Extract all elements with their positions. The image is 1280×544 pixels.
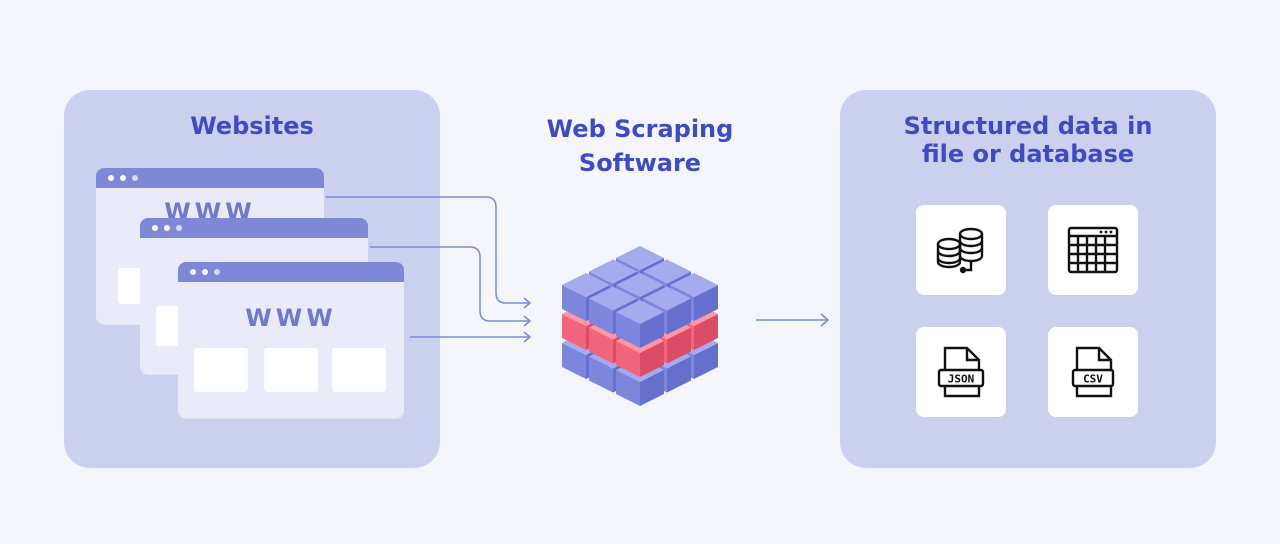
window-dot-icon (164, 225, 170, 231)
websites-title: Websites (190, 112, 314, 140)
browser-title-bar (178, 262, 404, 282)
mini-cube-top-face (643, 259, 691, 284)
mini-cube-top-face (643, 286, 691, 311)
scraping-software-title: Web Scraping Software (500, 112, 780, 180)
structured-data-panel (840, 90, 1216, 468)
content-block (264, 348, 318, 392)
csv-file-icon: CSV (1071, 346, 1115, 398)
browser-title-bar (140, 218, 368, 238)
structured-data-title: Structured data in file or database (840, 112, 1216, 168)
content-block (194, 348, 248, 392)
title-line: Web Scraping (546, 115, 734, 143)
window-dot-icon (202, 269, 208, 275)
spreadsheet-icon (1067, 226, 1119, 274)
window-dot-icon (132, 175, 138, 181)
browser-window-front: WWW (178, 262, 404, 418)
title-line: Structured data in (903, 112, 1153, 140)
arrow-head-icon (820, 313, 830, 327)
spreadsheet-tile (1048, 205, 1138, 295)
mini-cube-top-face (616, 246, 664, 270)
database-icon (936, 227, 984, 274)
mini-cube-top-face (670, 273, 718, 297)
www-label: WWW (245, 304, 337, 332)
csv-label: CSV (1083, 373, 1103, 386)
connector-arrow (326, 196, 530, 304)
mini-cube-top-face (616, 273, 664, 297)
browser-title-bar (96, 168, 324, 188)
window-dot-icon (214, 269, 220, 275)
window-dot-icon (120, 175, 126, 181)
window-dot-icon (108, 175, 114, 181)
arrow-head-icon (523, 331, 532, 343)
arrow-head-icon (523, 297, 532, 309)
json-label: JSON (948, 373, 975, 386)
title-line: file or database (921, 140, 1135, 168)
connector-arrow (370, 246, 530, 322)
mini-cube-top-face (589, 286, 637, 311)
arrow-head-icon (523, 315, 532, 327)
content-block (332, 348, 386, 392)
window-dot-icon (152, 225, 158, 231)
json-file-tile: JSON (916, 327, 1006, 417)
json-file-icon: JSON (937, 346, 985, 398)
mini-cube-top-face (616, 300, 664, 324)
database-tile (916, 205, 1006, 295)
window-dot-icon (176, 225, 182, 231)
csv-file-tile: CSV (1048, 327, 1138, 417)
mini-cube-top-face (562, 273, 610, 297)
title-line: Software (578, 149, 702, 177)
mini-cube-top-face (589, 259, 637, 284)
connector-arrows (326, 196, 830, 343)
scraping-cube-icon (562, 246, 718, 406)
window-dot-icon (190, 269, 196, 275)
